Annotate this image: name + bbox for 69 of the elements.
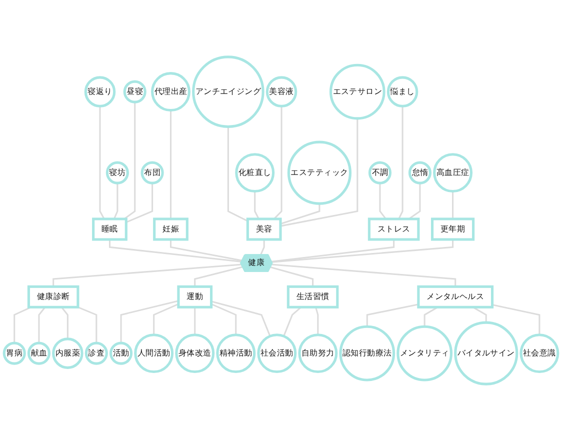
node-circle: 社会意識: [520, 334, 560, 374]
connector: [270, 266, 314, 287]
node-box: ストレス: [368, 218, 420, 241]
node-box: 妊娠: [153, 218, 188, 241]
node-box: メンタルヘルス: [417, 285, 494, 308]
node-circle: 美容液: [266, 76, 298, 108]
node-circle: 社会活動: [257, 334, 297, 374]
node-circle: 不調: [368, 161, 392, 184]
connector: [271, 239, 395, 262]
connector: [379, 183, 386, 220]
node-circle: 化粧直し: [235, 153, 275, 193]
node-circle: 怠惰: [408, 161, 432, 184]
node-circle: 内服薬: [52, 338, 84, 369]
connector: [194, 307, 196, 335]
connector: [452, 191, 454, 219]
connector: [170, 239, 243, 262]
node-circle: メンタリティ: [396, 325, 453, 382]
connector: [408, 183, 421, 220]
node-circle: 高血圧症: [433, 153, 473, 193]
node-circle: 身体改造: [175, 334, 215, 374]
connector: [52, 264, 242, 287]
node-box: 更年期: [430, 218, 475, 241]
connector: [60, 306, 68, 339]
connector: [283, 306, 302, 336]
node-box: 睡眠: [92, 218, 128, 241]
node-circle: 代理出産: [151, 72, 190, 112]
node-box: 運動: [177, 285, 213, 308]
connector: [366, 304, 419, 327]
node-circle: 献血: [27, 342, 50, 365]
connector: [124, 102, 136, 220]
node-circle: 人間活動: [134, 334, 174, 374]
connector: [170, 110, 172, 219]
connector: [272, 264, 456, 287]
node-circle: 寝返り: [84, 76, 116, 108]
connector: [194, 266, 244, 287]
node-circle: 認知行動療法: [339, 325, 396, 382]
connector: [280, 118, 358, 227]
node-circle: エステサロン: [329, 64, 386, 120]
connector: [314, 306, 319, 335]
connector: [211, 300, 271, 336]
connector: [227, 126, 248, 222]
node-circle: 布団: [140, 161, 164, 184]
connector: [38, 306, 46, 344]
node-circle: 悩まし: [386, 76, 418, 108]
node-circle: エステティック: [287, 140, 352, 205]
node-circle: 昼寝: [123, 80, 146, 104]
node-circle: バイタルサイン: [454, 321, 518, 386]
connector: [260, 239, 265, 256]
connector: [254, 191, 260, 220]
connector: [280, 204, 320, 225]
node-box: 美容: [246, 218, 282, 241]
node-circle: 精神活動: [216, 334, 256, 374]
node-box: 健康診断: [27, 285, 80, 308]
connector: [273, 106, 282, 220]
connector: [99, 106, 105, 220]
node-circle: 寝坊: [106, 161, 129, 184]
connector: [472, 306, 487, 323]
node-circle: 診査: [84, 342, 108, 365]
connector: [120, 300, 179, 344]
node-circle: アンチエイジング: [192, 56, 264, 128]
connector: [398, 106, 404, 220]
connector: [113, 183, 118, 220]
connector: [108, 239, 242, 262]
node-circle: 胃病: [2, 342, 26, 365]
connector: [272, 239, 454, 263]
node-circle: 活動: [109, 342, 133, 365]
node-circle: 自助努力: [298, 334, 338, 374]
connector: [492, 304, 540, 335]
node-box: 生活習慣: [286, 285, 339, 308]
